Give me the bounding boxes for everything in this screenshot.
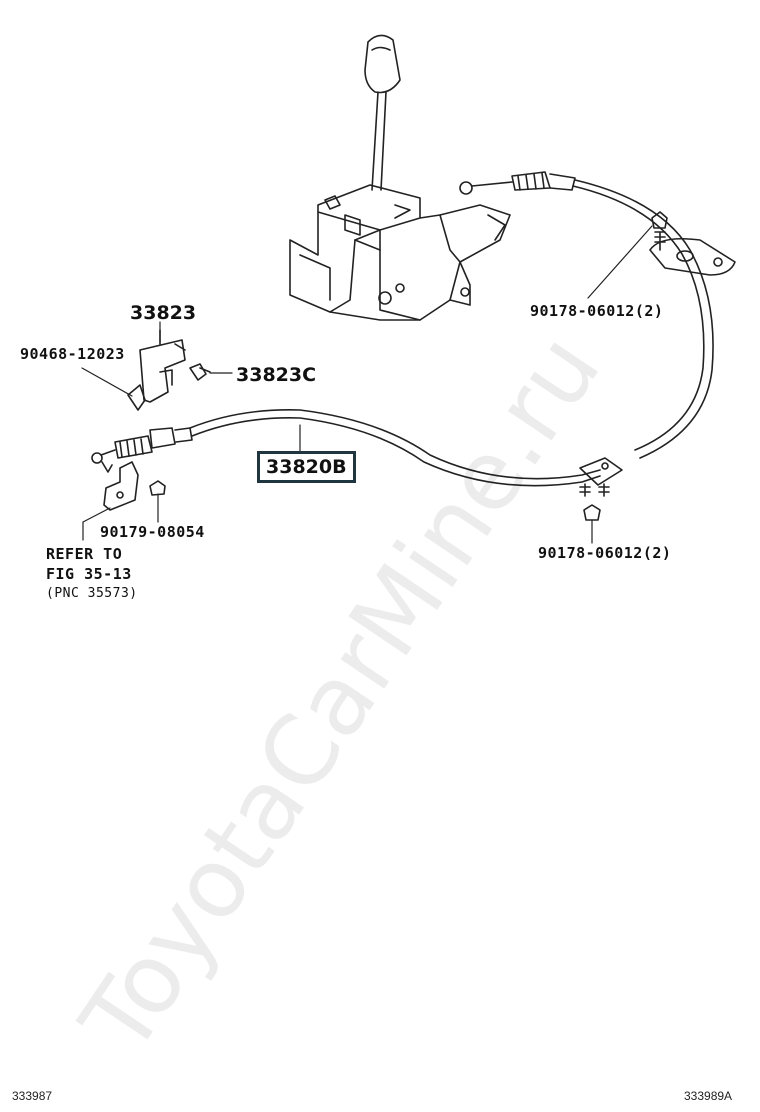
lower-mount-bracket [103,461,139,511]
nut-90179 [149,480,166,496]
leader-lines [81,225,653,544]
label-90468-12023: 90468-12023 [20,345,125,363]
cable-bracket-upper [649,211,736,276]
shifter-housing [289,184,511,321]
footer-right-code: 333989A [684,1089,733,1103]
label-33823: 33823 [130,302,197,324]
lower-cable-end [91,427,193,473]
shift-lever [364,34,401,191]
label-33820b-highlighted[interactable]: 33820B [257,451,356,483]
clip-90468 [127,384,146,411]
footer-left-code: 333987 [12,1089,53,1103]
label-90179-08054: 90179-08054 [100,523,205,541]
bracket-33823 [139,329,186,403]
label-90178-06012-top: 90178-06012(2) [530,302,664,320]
refer-line-2: FIG 35-13 [46,565,132,583]
cable-lower-run [189,409,601,487]
cable-upper-run [572,179,714,459]
refer-line-3: (PNC 35573) [46,586,138,601]
label-33823c: 33823C [236,364,317,386]
label-90178-06012-bottom: 90178-06012(2) [538,544,672,562]
cable-clamp-lower [579,457,623,521]
bolt-33823c [189,363,211,381]
upper-cable-end [459,171,576,195]
refer-line-1: REFER TO [46,545,123,563]
